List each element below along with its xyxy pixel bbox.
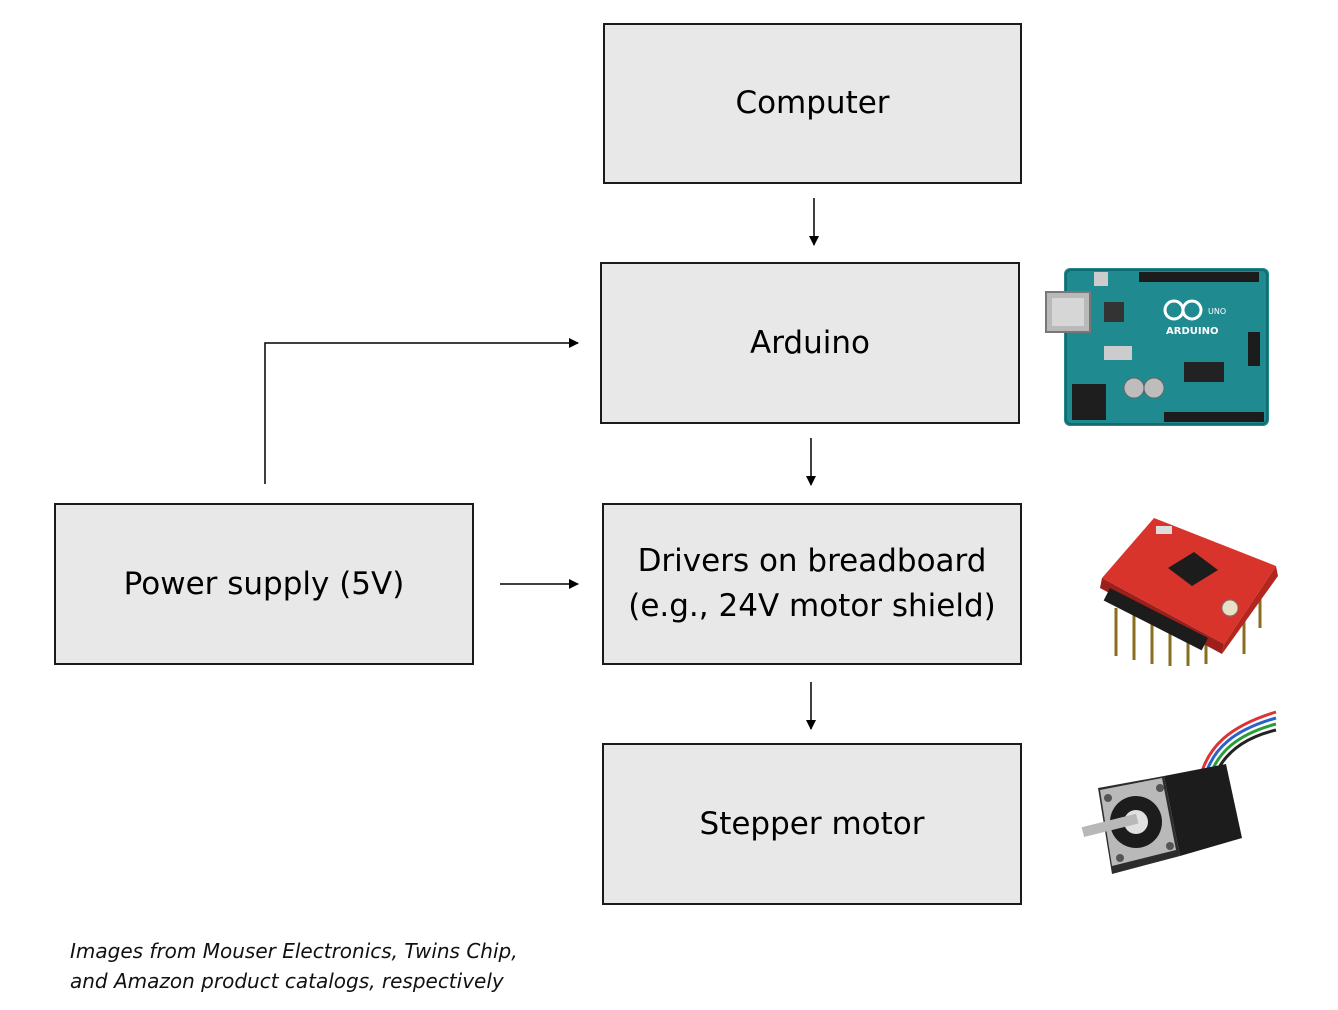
stepper-motor-label: Stepper motor bbox=[699, 805, 925, 842]
uno-logo-text: UNO bbox=[1208, 307, 1226, 316]
power-supply-box: Power supply (5V) bbox=[54, 503, 474, 665]
caption-line1: Images from Mouser Electronics, Twins Ch… bbox=[70, 939, 518, 963]
arrow-power-to-arduino bbox=[264, 338, 579, 484]
arduino-label: Arduino bbox=[750, 324, 870, 361]
computer-label: Computer bbox=[735, 85, 890, 122]
computer-box: Computer bbox=[603, 23, 1022, 184]
stepper-motor-box: Stepper motor bbox=[602, 743, 1022, 905]
arduino-logo-text: ARDUINO bbox=[1166, 326, 1218, 337]
drivers-box: Drivers on breadboard (e.g., 24V motor s… bbox=[602, 503, 1022, 665]
stepper-motor-image bbox=[1081, 710, 1277, 874]
arduino-box: Arduino bbox=[600, 262, 1020, 424]
driver-board-image bbox=[1100, 518, 1278, 666]
drivers-label-line2: (e.g., 24V motor shield) bbox=[628, 588, 996, 624]
drivers-label-line1: Drivers on breadboard bbox=[637, 543, 987, 580]
image-credits-caption: Images from Mouser Electronics, Twins Ch… bbox=[70, 936, 518, 996]
caption-line2: and Amazon product catalogs, respectivel… bbox=[70, 969, 504, 993]
power-supply-label: Power supply (5V) bbox=[123, 565, 405, 602]
arduino-board-image: ARDUINO UNO bbox=[1045, 268, 1269, 426]
